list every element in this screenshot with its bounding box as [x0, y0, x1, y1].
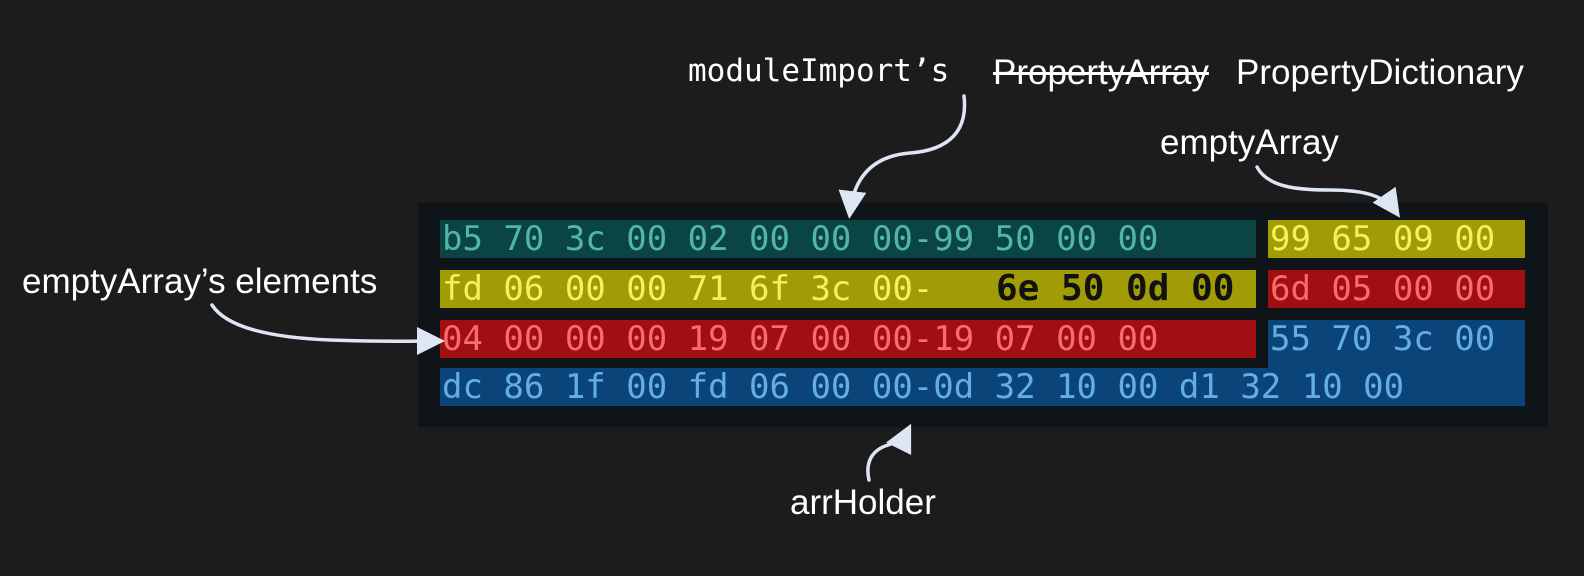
hex-row-1-right: 99 65 09 00 — [1268, 220, 1525, 258]
arrow-empty-array — [1255, 165, 1400, 218]
hex-row-2-left: fd 06 00 00 71 6f 3c 00- — [440, 270, 1256, 308]
empty-array-elements-label: emptyArray’s elements — [22, 262, 378, 301]
hex-row-2-right: 6d 05 00 00 — [1268, 270, 1525, 308]
hex-row-4-full: dc 86 1f 00 fd 06 00 00-0d 32 10 00 d1 3… — [440, 368, 1525, 406]
arr-holder-label: arrHolder — [790, 483, 936, 522]
hex-row-3-right: 55 70 3c 00 — [1268, 320, 1525, 368]
arrow-arr-holder — [866, 423, 912, 482]
arrow-module-import — [838, 94, 967, 219]
empty-array-label: emptyArray — [1160, 123, 1339, 162]
hex-row-1-left: b5 70 3c 00 02 00 00 00-99 50 00 00 — [440, 220, 1256, 258]
hex-row-2-overlay: 6e 50 0d 00 — [996, 268, 1235, 309]
module-import-label: moduleImport’s — [688, 53, 950, 89]
arrow-empty-array-elements — [210, 303, 445, 356]
property-dictionary-label: PropertyDictionary — [1236, 53, 1524, 92]
property-array-label: PropertyArray — [993, 53, 1209, 92]
hex-row-3-left: 04 00 00 00 19 07 00 00-19 07 00 00 — [440, 320, 1256, 358]
